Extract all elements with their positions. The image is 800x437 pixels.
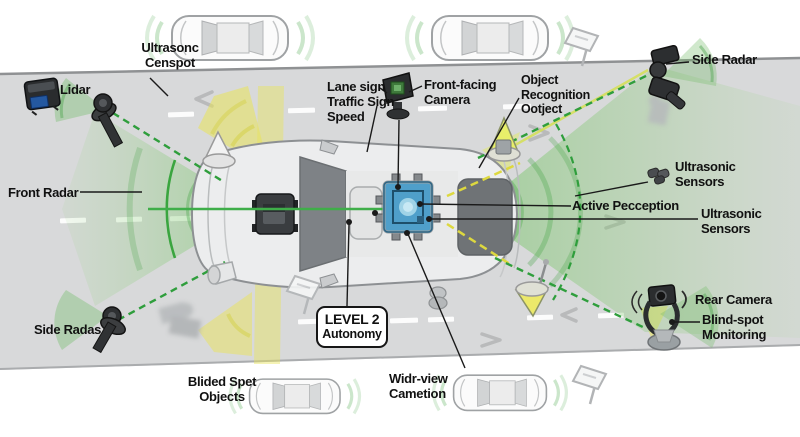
ultrasonic-sensor-icon	[647, 167, 670, 185]
label-line: Blind-spot	[702, 312, 764, 327]
label-line: Ultrasonic	[675, 159, 736, 174]
ego-car	[190, 139, 521, 289]
corner-sensor-zones	[54, 38, 719, 350]
side-radar-icon	[648, 44, 686, 110]
roof-lidar-icon	[252, 193, 298, 235]
label-line: Front Radar	[8, 185, 79, 200]
label-lane-sign: Lane sign Traffic Sign Speed	[327, 79, 395, 124]
label-line: Camera	[424, 92, 470, 107]
label-line: Censpot	[145, 55, 195, 70]
label-blind-spot-objects: Blided Spet Objects	[162, 374, 282, 404]
label-line: Autonomy	[322, 327, 382, 341]
label-line: Recognition	[521, 87, 590, 102]
label-front-radar: Front Radar	[8, 185, 79, 200]
label-side-radar-left: Side Radas	[34, 322, 101, 337]
ghost-object	[158, 95, 671, 339]
lidar-device-icon	[23, 77, 61, 116]
leader-dots	[346, 184, 675, 325]
rear-corner-beams	[446, 161, 521, 268]
label-line: Cametion	[389, 386, 446, 401]
traffic-cone-icon	[202, 130, 236, 169]
label-line: Sensors	[701, 221, 751, 236]
label-line: Rear Camera	[695, 292, 772, 307]
label-line: Side Radas	[34, 322, 102, 337]
corner-radar-icon	[92, 306, 126, 354]
fallen-cone-icon	[207, 261, 237, 285]
label-line: Ootject	[521, 102, 562, 116]
rear-camera-icon	[631, 284, 687, 351]
label-line: Side Radar	[692, 52, 757, 67]
label-wide-view: Widr-view Cametion	[389, 371, 448, 401]
sensor-beams-dashed	[112, 72, 651, 330]
label-line: Object	[521, 73, 559, 87]
label-line: Lane sign	[327, 79, 385, 94]
front-camera-icon	[382, 72, 414, 120]
label-line: Speed	[327, 109, 365, 124]
traffic-car	[405, 14, 575, 62]
label-blind-spot-monitoring: Blind-spot Monitoring	[702, 312, 766, 342]
label-line: Monitoring	[702, 327, 767, 342]
level2-autonomy-badge: LEVEL 2 Autonomy	[316, 306, 388, 348]
label-ultrasonic-sensors-lower: Ultrasonic Sensors	[701, 206, 762, 236]
label-lidar: Lidar	[60, 82, 91, 97]
label-line: Ultrasonic	[701, 206, 762, 221]
label-object-recognition: Object Recognition Ootject	[521, 73, 590, 117]
label-ultrasonic-sensors-upper: Ultrasonic Sensors	[675, 159, 736, 189]
label-line: Ultrasonc	[141, 40, 199, 55]
leader-lines	[80, 61, 700, 369]
label-line: Front-facing	[424, 77, 497, 92]
label-active-perception: Active Pecception	[572, 198, 679, 213]
ecu-chip-icon	[375, 173, 441, 241]
label-line: Lidar	[60, 82, 91, 97]
label-line: Objects	[199, 389, 245, 404]
label-line: Widr-view	[389, 371, 448, 386]
rear-perception-zone	[473, 66, 800, 338]
label-ultrasonic-blindspot: Ultrasonc Censpot	[110, 40, 230, 70]
label-line: LEVEL 2	[324, 311, 380, 327]
road-sign-icon	[571, 364, 608, 406]
label-side-radar-right: Side Radar	[692, 52, 757, 67]
label-rear-camera: Rear Camera	[695, 292, 772, 307]
label-line: Traffic Sign	[327, 94, 395, 109]
label-line: Active Pecception	[572, 198, 679, 213]
label-line: Blided Spet	[187, 374, 257, 389]
traffic-cone-icon	[514, 259, 550, 318]
corner-radar-icon	[91, 93, 124, 148]
traffic-car	[432, 373, 569, 412]
label-line: Sensors	[675, 174, 725, 189]
label-front-camera: Front-facing Camera	[424, 77, 497, 107]
